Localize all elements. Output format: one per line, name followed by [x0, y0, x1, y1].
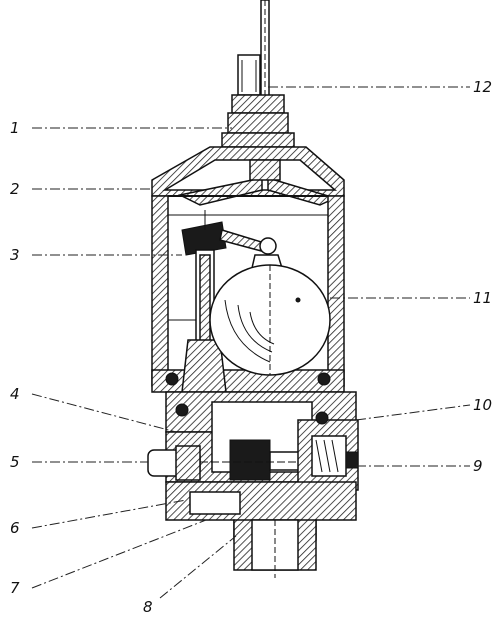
callout-2: 2 — [10, 180, 20, 198]
top-threaded-fitting — [221, 54, 295, 148]
lower-valve-body — [147, 391, 359, 541]
callout-8: 8 — [143, 598, 153, 616]
callout-9: 9 — [473, 457, 483, 475]
callout-7: 7 — [10, 579, 20, 597]
outlet-pipe — [233, 519, 317, 578]
callout-3: 3 — [10, 246, 20, 264]
housing-cap — [151, 146, 345, 206]
callout-12: 12 — [473, 78, 492, 96]
callout-labels: 1 2 3 4 5 6 7 8 9 10 11 12 — [10, 78, 492, 616]
callout-1: 1 — [10, 119, 20, 137]
callout-11: 11 — [473, 289, 492, 307]
leader-lines — [31, 86, 471, 599]
callout-5: 5 — [10, 453, 20, 471]
float-ball — [209, 254, 331, 376]
callout-6: 6 — [10, 519, 20, 537]
callout-10: 10 — [473, 396, 492, 414]
callout-4: 4 — [10, 385, 20, 403]
